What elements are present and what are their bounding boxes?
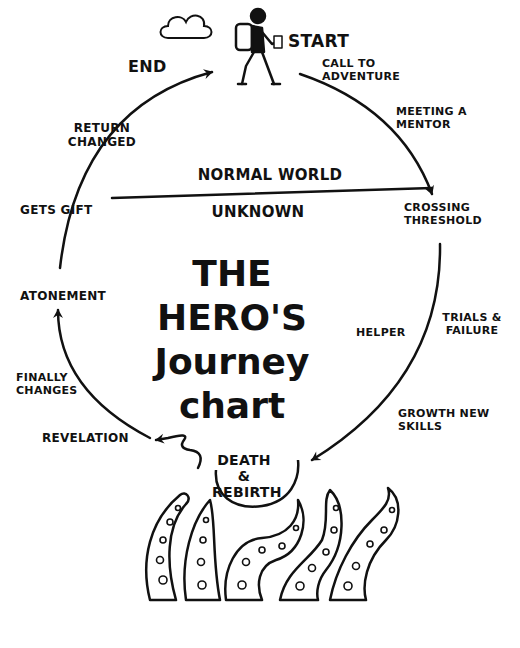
stage-label: NORMAL WORLD xyxy=(160,167,380,184)
stage-label: CALL TO ADVENTURE xyxy=(322,58,402,83)
stage-label: FINALLY CHANGES xyxy=(16,372,96,397)
cloud xyxy=(161,16,212,38)
stage-label: GETS GIFT xyxy=(20,204,120,218)
stage-label: UNKNOWN xyxy=(148,204,368,221)
journey-arrows xyxy=(58,72,440,468)
tentacle-suckers xyxy=(157,506,395,591)
stage-label: REVELATION xyxy=(42,432,152,446)
stage-label: HELPER xyxy=(356,327,426,340)
stage-label: DEATH & REBIRTH xyxy=(212,452,276,500)
stage-label: MEETING A MENTOR xyxy=(396,106,476,131)
tentacles xyxy=(146,460,398,600)
stage-label: CROSSING THRESHOLD xyxy=(404,202,500,227)
world-divider xyxy=(112,188,432,198)
stage-label: TRIALS & FAILURE xyxy=(442,312,502,337)
stage-label: ATONEMENT xyxy=(20,290,130,304)
stage-label: RETURN CHANGED xyxy=(62,122,142,150)
chart-title: THE HERO'S Journey chart xyxy=(112,252,352,428)
hiker-figure xyxy=(236,9,282,84)
stage-label: START xyxy=(288,32,368,52)
stage-label: END xyxy=(128,58,188,76)
stage-label: GROWTH NEW SKILLS xyxy=(398,408,494,433)
